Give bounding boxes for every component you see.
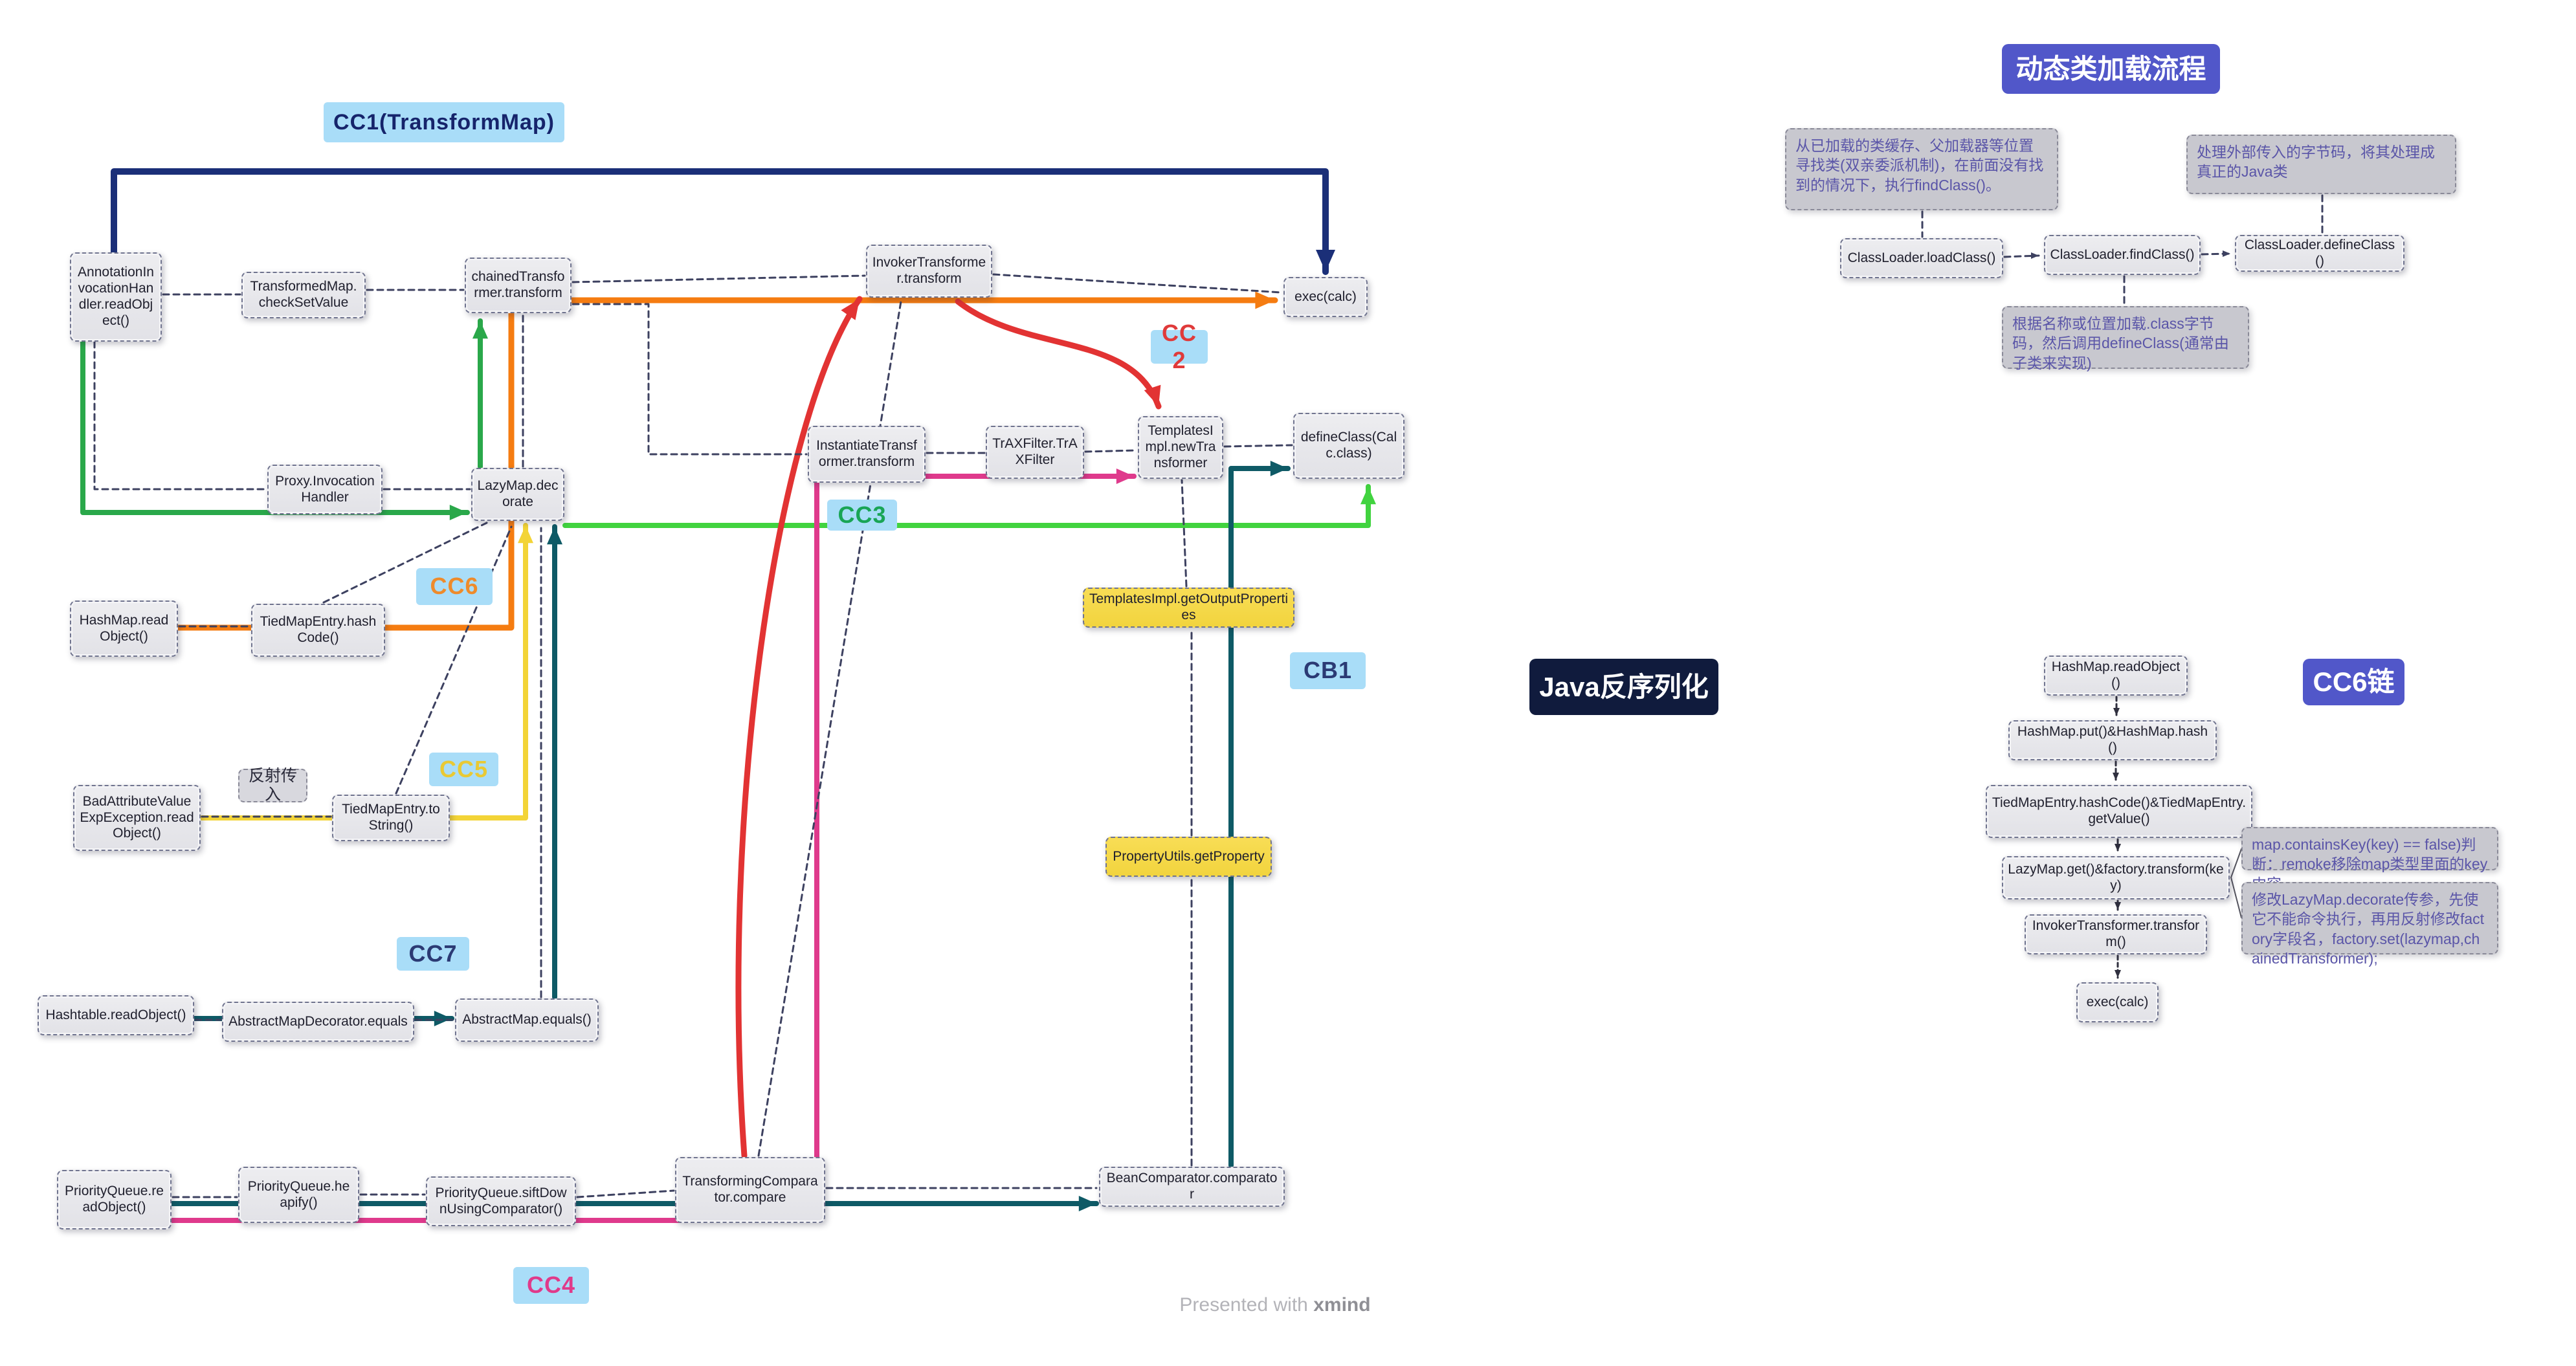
node-hashmap-readobject[interactable]: HashMap.readObject() (70, 600, 178, 657)
cc2-label[interactable]: CC2 (1151, 320, 1208, 373)
node-abstractmapdecorator-equals[interactable]: AbstractMapDecorator.equals (222, 1002, 414, 1042)
watermark-brand: xmind (1313, 1294, 1371, 1316)
node-tiedmapentry-tostring[interactable]: TiedMapEntry.toString() (332, 795, 450, 841)
watermark: Presented with xmind (1139, 1294, 1411, 1316)
node-classloader-defineclass[interactable]: ClassLoader.defineClass() (2235, 235, 2404, 272)
node-hashtable-readobject[interactable]: Hashtable.readObject() (38, 995, 194, 1035)
cc6-node-hashmap-readobject[interactable]: HashMap.readObject() (2044, 655, 2188, 696)
node-traxfilter[interactable]: TrAXFilter.TrAXFilter (986, 426, 1084, 479)
cc5-label[interactable]: CC5 (429, 753, 498, 786)
node-proxy-invocationhandler[interactable]: Proxy.InvocationHandler (267, 465, 383, 514)
node-instantiatetransformer-transform[interactable]: InstantiateTransformer.transform (808, 426, 926, 483)
note-findclass-detail[interactable]: 根据名称或位置加载.class字节码，然后调用defineClass(通常由子类… (2002, 306, 2249, 371)
node-priorityqueue-heapify[interactable]: PriorityQueue.heapify() (238, 1167, 359, 1223)
cc6-node-hashmap-put-hash[interactable]: HashMap.put()&HashMap.hash() (2008, 720, 2217, 760)
node-abstractmap-equals[interactable]: AbstractMap.equals() (455, 998, 599, 1042)
node-transformingcomparator-compare[interactable]: TransformingComparator.compare (675, 1157, 825, 1223)
node-transformedmap-checksetvalue[interactable]: TransformedMap.checkSetValue (241, 272, 366, 318)
node-exec-calc[interactable]: exec(calc) (1283, 277, 1368, 317)
cc6-label[interactable]: CC6 (416, 568, 493, 605)
node-lazymap-decorate[interactable]: LazyMap.decorate (471, 468, 564, 521)
cc6-note-containskey[interactable]: map.containsKey(key) == false)判断：remoke移… (2241, 827, 2498, 892)
cc4-label[interactable]: CC4 (513, 1267, 589, 1304)
cc6-node-exec-calc[interactable]: exec(calc) (2076, 982, 2159, 1022)
dynamic-class-loading-title[interactable]: 动态类加载流程 (2002, 44, 2220, 94)
node-annotationinvocationhandler-readobject[interactable]: AnnotationInvocationHandler.readObject() (70, 252, 162, 342)
cb1-label[interactable]: CB1 (1290, 652, 1366, 689)
cc6-node-tiedmapentry-hashcode-getvalue[interactable]: TiedMapEntry.hashCode()&TiedMapEntry.get… (1986, 785, 2252, 838)
cc6-note-modify-decorate[interactable]: 修改LazyMap.decorate传参，先使它不能命令执行，再用反射修改fac… (2241, 882, 2498, 967)
node-beancomparator-comparator[interactable]: BeanComparator.comparator (1099, 1167, 1285, 1207)
cc1-label[interactable]: CC1(TransformMap) (324, 102, 564, 142)
node-priorityqueue-readobject[interactable]: PriorityQueue.readObject() (57, 1170, 172, 1229)
cc3-label[interactable]: CC3 (827, 500, 897, 531)
node-priorityqueue-siftdownusingcomparator[interactable]: PriorityQueue.siftDownUsingComparator() (426, 1176, 576, 1226)
cc6-node-lazymap-get-transform[interactable]: LazyMap.get()&factory.transform(key) (2002, 856, 2230, 899)
watermark-text: Presented with (1179, 1294, 1308, 1316)
java-deserialization-title[interactable]: Java反序列化 (1529, 659, 1718, 715)
node-chainedtransformer-transform[interactable]: chainedTransformer.transform (465, 258, 572, 313)
cc6-node-invokertransformer-transform[interactable]: InvokerTransformer.transform() (2025, 914, 2207, 954)
cc6-chain-title[interactable]: CC6链 (2303, 659, 2404, 705)
reflection-pass-label[interactable]: 反射传入 (238, 767, 307, 804)
note-bytecode-handling[interactable]: 处理外部传入的字节码，将其处理成真正的Java类 (2186, 135, 2456, 194)
node-propertyutils-getproperty[interactable]: PropertyUtils.getProperty (1105, 837, 1272, 877)
cc7-label[interactable]: CC7 (397, 937, 469, 971)
node-classloader-findclass[interactable]: ClassLoader.findClass() (2044, 235, 2201, 275)
node-tiedmapentry-hashcode[interactable]: TiedMapEntry.hashCode() (251, 604, 385, 657)
node-templatesimpl-newtransformer[interactable]: TemplatesImpl.newTransformer (1138, 416, 1223, 479)
node-classloader-loadclass[interactable]: ClassLoader.loadClass() (1840, 238, 2003, 278)
note-parent-delegation[interactable]: 从已加载的类缓存、父加载器等位置寻找类(双亲委派机制)，在前面没有找到的情况下，… (1785, 128, 2058, 210)
node-defineclass-calc[interactable]: defineClass(Calc.class) (1293, 413, 1405, 479)
node-templatesimpl-getoutputproperties[interactable]: TemplatesImpl.getOutputProperties (1083, 588, 1294, 628)
node-badattributevalueexpexception-readobject[interactable]: BadAttributeValueExpException.readObject… (73, 785, 201, 851)
node-invokertransformer-transform[interactable]: InvokerTransformer.transform (866, 245, 992, 298)
